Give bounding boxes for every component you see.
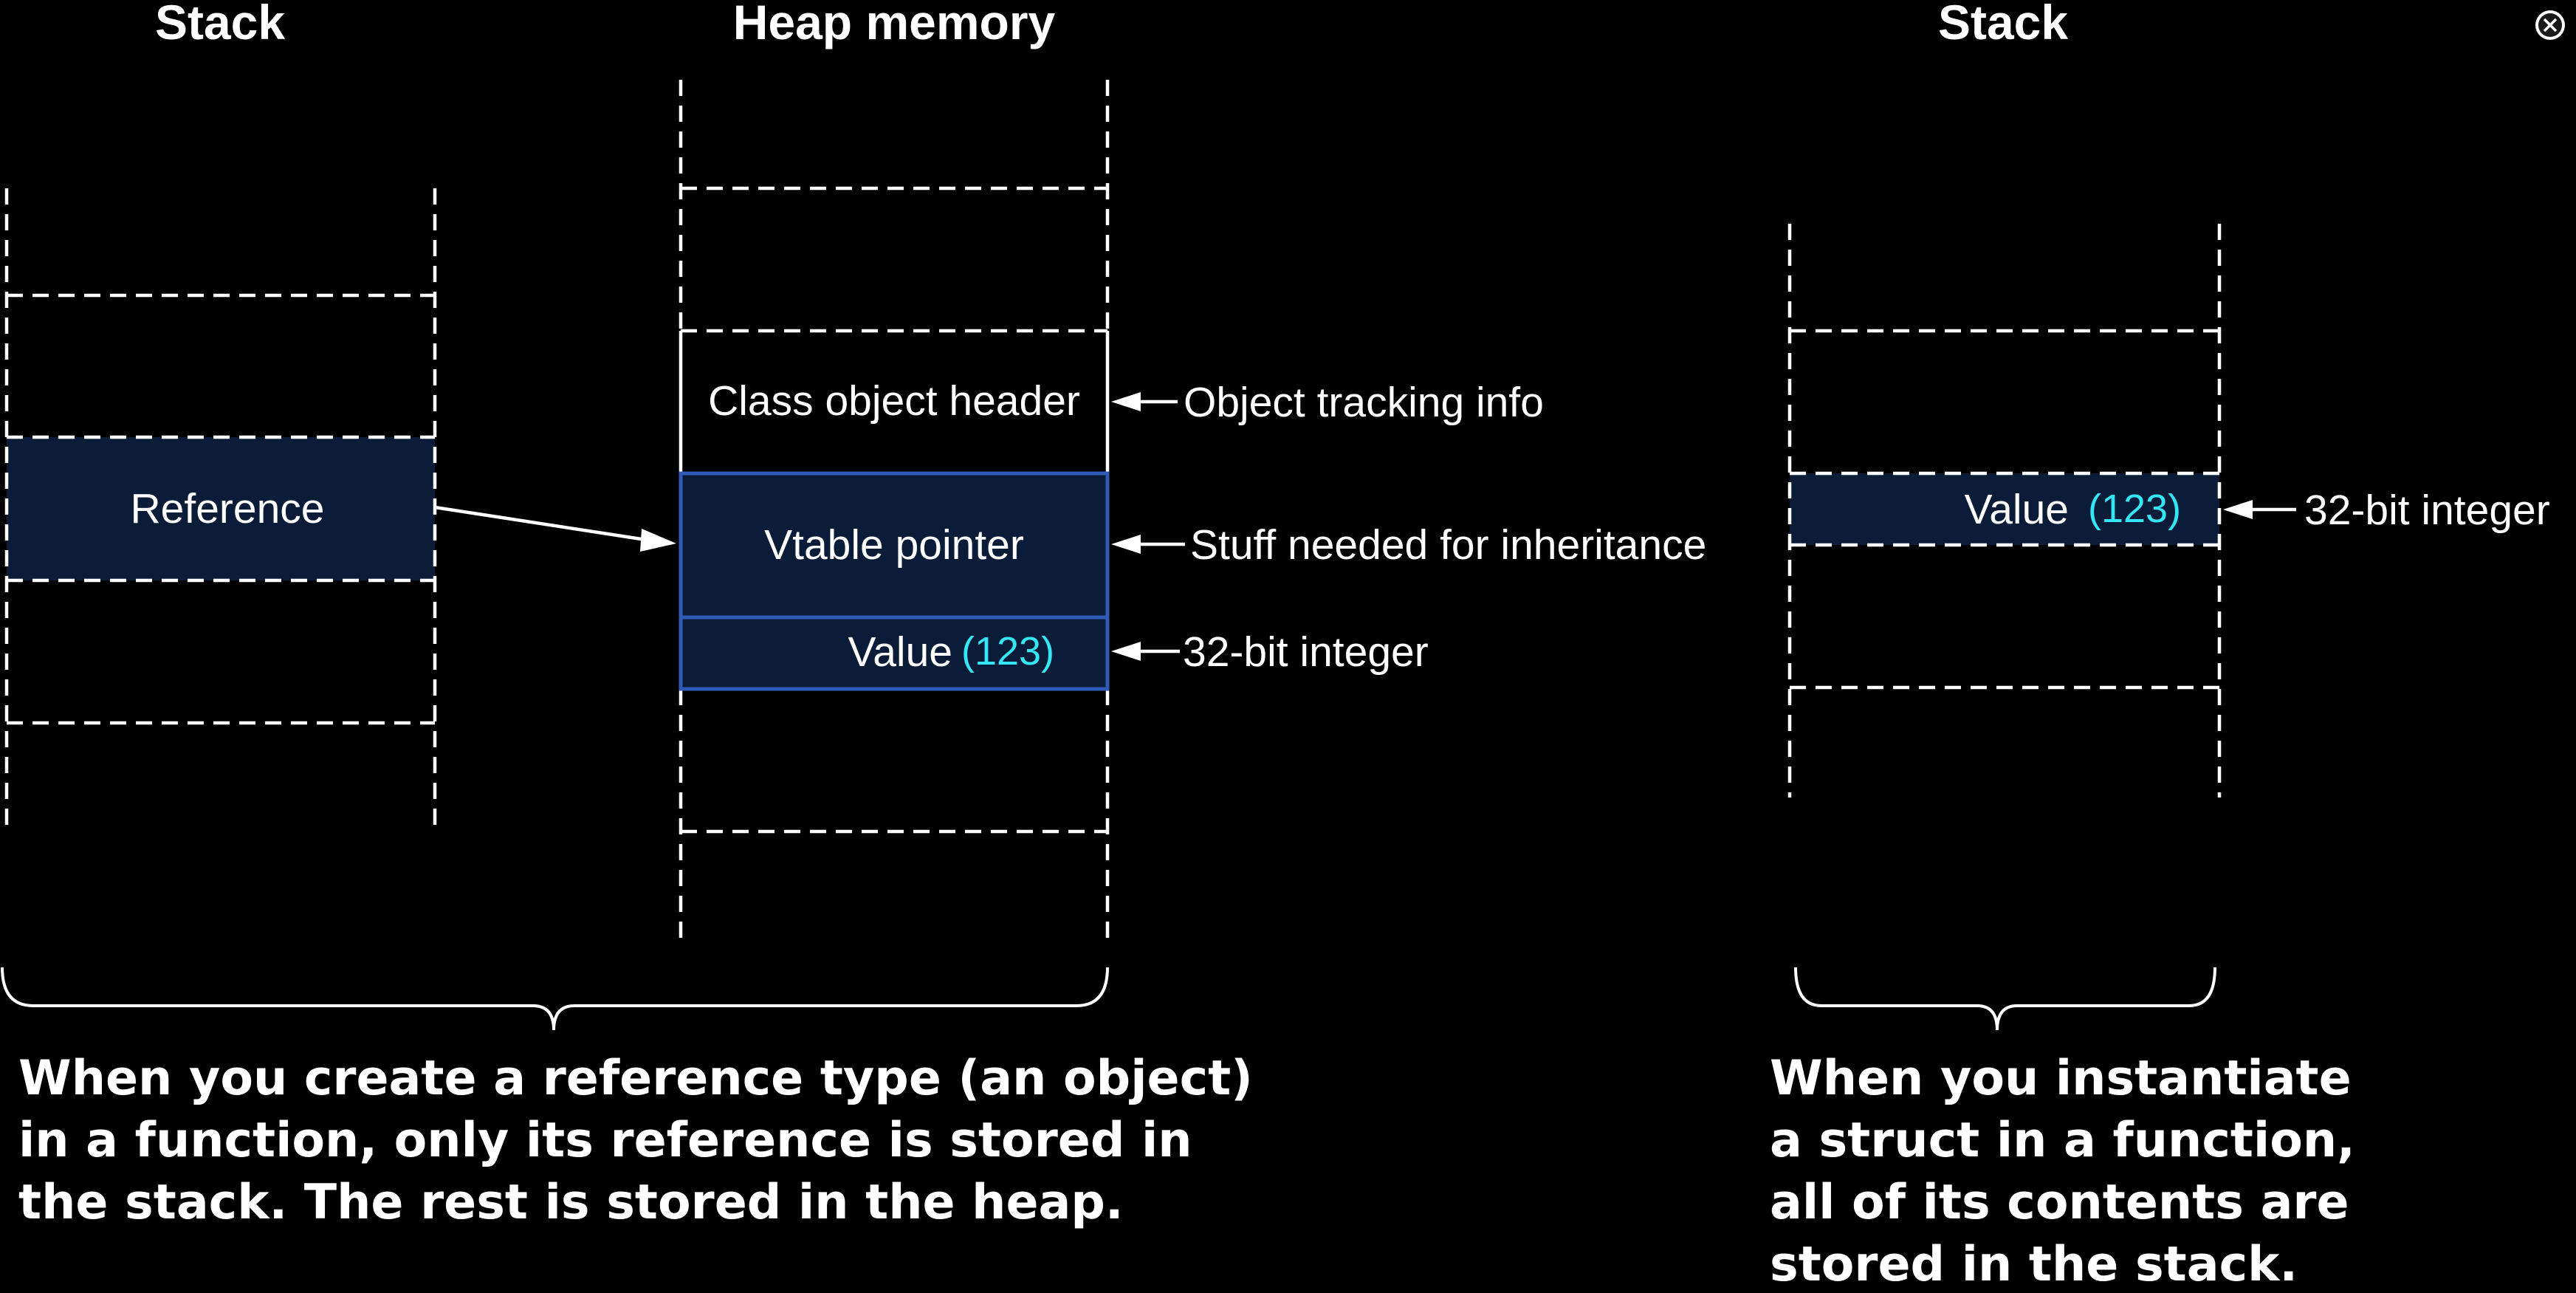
caption-line: When you create a reference type (an obj… (18, 1051, 1253, 1106)
caption-line: stored in the stack. (1770, 1237, 2298, 1292)
object-tracking-note: Object tracking info (1184, 379, 1544, 426)
right-stack-column: Value (123) 32-bit integer (1787, 224, 2550, 798)
caption-line: the stack. The rest is stored in the hea… (18, 1175, 1124, 1230)
heap-integer-note: 32-bit integer (1183, 628, 1429, 676)
struct-value-label: Value (1964, 486, 2069, 533)
heap-value-number: (123) (961, 629, 1054, 673)
heap-annotations: Object tracking info Stuff needed for in… (1111, 379, 1706, 676)
caption-line: a struct in a function, (1770, 1113, 2355, 1168)
caption-line: in a function, only its reference is sto… (18, 1113, 1192, 1168)
struct-integer-note: 32-bit integer (2304, 487, 2550, 534)
left-brace (1, 967, 1109, 1031)
right-brace (1794, 967, 2216, 1031)
inheritance-note: Stuff needed for inheritance (1190, 521, 1706, 569)
reference-cell (7, 437, 435, 580)
right-stack-title: Stack (1938, 0, 2068, 49)
vtable-pointer-label: Vtable pointer (764, 521, 1024, 569)
reference-label: Reference (131, 485, 325, 532)
reference-to-heap-arrow (434, 505, 676, 552)
heap-column: Class object header Vtable pointer Value… (679, 80, 1110, 942)
class-object-header-label: Class object header (708, 377, 1080, 425)
caption-line: When you instantiate (1770, 1051, 2352, 1106)
left-stack-column: Reference (4, 188, 437, 831)
close-icon[interactable] (2535, 10, 2565, 40)
caption-line: all of its contents are (1770, 1175, 2349, 1230)
reference-type-caption: When you create a reference type (an obj… (18, 1051, 1253, 1230)
heap-title: Heap memory (733, 0, 1056, 49)
struct-value-cell (1790, 473, 2219, 545)
left-stack-title: Stack (155, 0, 285, 49)
struct-caption: When you instantiate a struct in a funct… (1770, 1051, 2355, 1292)
heap-value-label: Value (848, 628, 952, 676)
struct-value-number: (123) (2088, 487, 2181, 531)
heap-object-cells (681, 473, 1107, 689)
